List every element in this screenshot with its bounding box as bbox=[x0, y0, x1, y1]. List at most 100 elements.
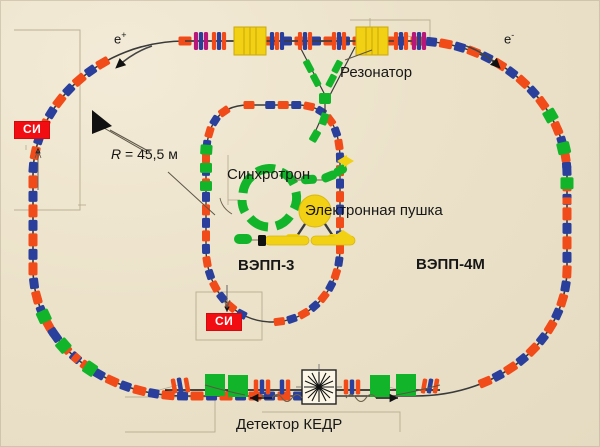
magnet-element bbox=[336, 204, 344, 215]
magnet-element bbox=[331, 126, 342, 138]
vepp3-quadrupole bbox=[200, 144, 213, 155]
radius-value: = 45,5 м bbox=[121, 146, 178, 162]
positron-superscript: + bbox=[121, 30, 127, 40]
magnet-element bbox=[562, 265, 572, 279]
label-radius: R = 45,5 м bbox=[111, 146, 178, 162]
magnet-element bbox=[45, 106, 58, 120]
magnet-element bbox=[147, 388, 160, 399]
magnet-element bbox=[503, 361, 518, 375]
magnet-element bbox=[425, 36, 438, 47]
label-resonator: Резонатор bbox=[340, 64, 413, 81]
vepp4m-magnet-chain bbox=[28, 36, 572, 401]
insertion-magnet bbox=[561, 161, 572, 170]
magnet-element bbox=[308, 300, 321, 312]
final-focus-quadrupole bbox=[205, 374, 225, 396]
lens-plate bbox=[216, 32, 222, 50]
magnet-element bbox=[161, 390, 175, 401]
magnet-element bbox=[560, 280, 571, 293]
electron-superscript: - bbox=[511, 30, 515, 40]
lens-plate bbox=[331, 32, 337, 50]
final-focus-lens bbox=[176, 377, 184, 393]
insertion-magnet bbox=[556, 141, 572, 156]
hall-outline-bottomleft bbox=[125, 396, 216, 433]
lens-plate bbox=[302, 32, 308, 50]
insertion-magnet bbox=[553, 126, 564, 136]
magnet-element bbox=[505, 66, 519, 79]
magnet-element bbox=[515, 74, 531, 89]
magnet-element bbox=[453, 41, 467, 53]
label-vepp3: ВЭПП-3 bbox=[238, 257, 295, 274]
magnet-element bbox=[334, 138, 344, 151]
kedr-detector[interactable] bbox=[296, 364, 342, 405]
magnet-element bbox=[28, 161, 39, 174]
final-focus-lens bbox=[279, 379, 285, 395]
transfer-line-magnets bbox=[303, 59, 343, 143]
magnet-element bbox=[52, 93, 67, 109]
magnet-element bbox=[297, 307, 311, 320]
label-electron-beam: e- bbox=[504, 30, 515, 47]
magnet-element bbox=[176, 391, 189, 401]
magnet-element bbox=[286, 313, 298, 324]
magnet-element bbox=[491, 369, 505, 382]
lens-plate bbox=[203, 32, 209, 50]
insertion-magnet bbox=[47, 326, 58, 337]
lens-plate bbox=[393, 32, 399, 50]
final-focus-lens bbox=[170, 378, 178, 394]
lens-plate bbox=[416, 32, 422, 50]
radius-symbol: R bbox=[111, 146, 122, 162]
magnet-element bbox=[209, 114, 221, 127]
magnet-element bbox=[216, 291, 228, 304]
magnet-element bbox=[28, 190, 38, 202]
magnet-element bbox=[535, 95, 550, 111]
magnet-element bbox=[303, 101, 316, 112]
final-focus-lens bbox=[343, 379, 349, 395]
magnet-element bbox=[205, 268, 215, 281]
bottom-straight-elements bbox=[170, 374, 440, 397]
magnet-element bbox=[536, 332, 549, 346]
magnet-element bbox=[334, 256, 344, 267]
final-focus-lens bbox=[265, 379, 271, 395]
magnet-element bbox=[556, 293, 569, 308]
insertion-magnet bbox=[71, 352, 81, 364]
insertion-magnet bbox=[560, 177, 574, 190]
magnet-element bbox=[336, 191, 344, 203]
magnet-element bbox=[28, 204, 38, 218]
sr-wiggle-outputs bbox=[271, 393, 377, 403]
magnet-element bbox=[265, 101, 276, 109]
lens-plate bbox=[211, 32, 217, 50]
magnet-element bbox=[218, 105, 231, 118]
magnet-element bbox=[72, 72, 87, 87]
magnet-element bbox=[515, 353, 529, 366]
beam-direction-arrows bbox=[115, 45, 501, 69]
magnet-element bbox=[291, 101, 302, 109]
label-synchrotron: Синхротрон bbox=[227, 166, 311, 183]
magnet-element bbox=[104, 374, 120, 388]
magnet-element bbox=[492, 57, 507, 72]
magnet-element bbox=[119, 380, 132, 392]
insertion-magnet bbox=[32, 295, 43, 305]
synchrotron-ring bbox=[237, 164, 302, 232]
label-kedr-detector: Детектор КЕДР bbox=[236, 416, 343, 433]
synchrotron-injection-link bbox=[234, 155, 354, 244]
magnet-element bbox=[477, 375, 493, 389]
lens-plate bbox=[398, 32, 404, 50]
magnet-element bbox=[543, 319, 558, 335]
sr-vertical-arrows bbox=[34, 148, 231, 312]
magnet-element bbox=[201, 243, 211, 254]
insertion-magnet bbox=[542, 107, 559, 124]
final-focus-lens bbox=[420, 378, 428, 394]
magnet-element bbox=[28, 219, 38, 231]
magnet-element bbox=[202, 217, 210, 228]
lens-plate bbox=[193, 32, 199, 50]
insertion-magnet bbox=[562, 197, 572, 205]
label-vepp4m: ВЭПП-4М bbox=[416, 256, 485, 273]
insertion-magnet bbox=[55, 337, 72, 354]
leader-lines bbox=[103, 49, 373, 216]
lens-plate bbox=[297, 32, 303, 50]
magnet-element bbox=[551, 307, 564, 321]
magnet-element bbox=[243, 100, 255, 110]
magnet-element bbox=[84, 64, 98, 78]
detector-leader bbox=[204, 384, 441, 396]
lens-plate bbox=[307, 32, 313, 50]
